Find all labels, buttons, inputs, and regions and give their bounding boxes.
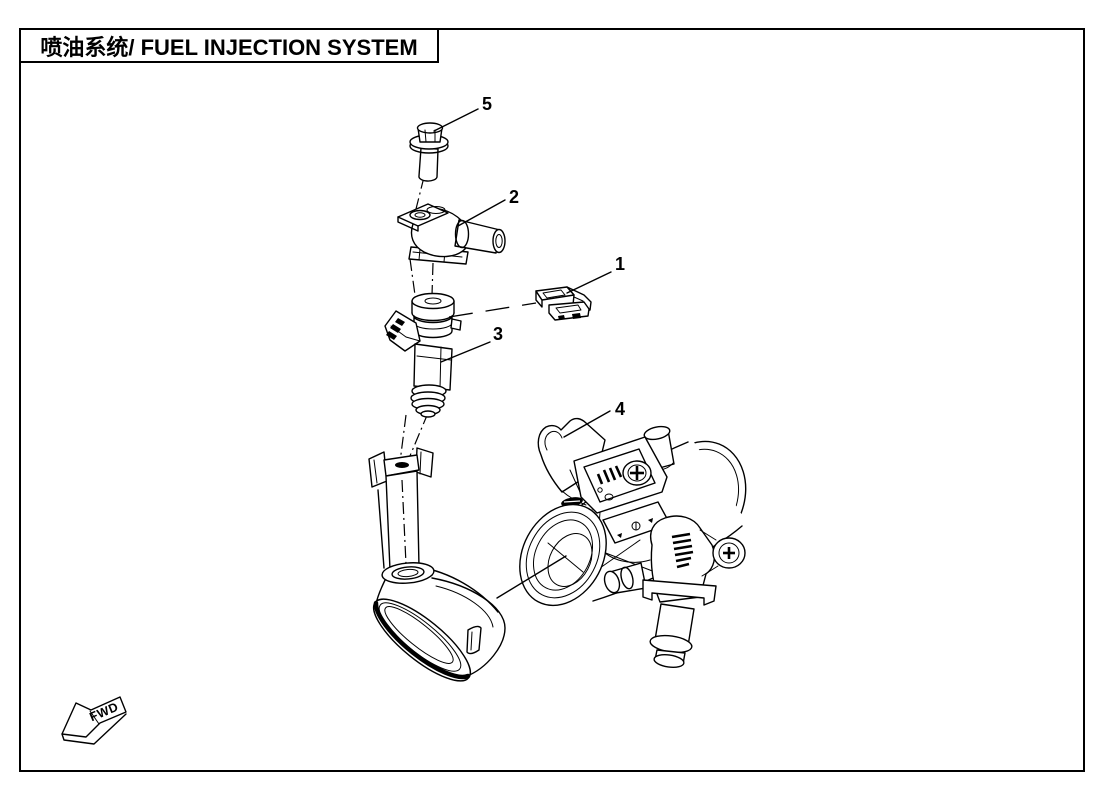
part-injector-clip — [535, 286, 592, 321]
callout-5: 5 — [433, 94, 492, 132]
injector-clip-dashed-line — [448, 302, 537, 318]
assembly-axis-lines — [399, 176, 434, 464]
side-screw-icon — [712, 537, 746, 569]
part-throttle-body — [519, 417, 748, 668]
part-flange-bolt — [409, 122, 449, 182]
part-intake-manifold — [368, 447, 506, 682]
sensor-screw-icon — [622, 460, 652, 486]
part-fuel-injector — [384, 292, 462, 418]
title-box: 喷油系统/ FUEL INJECTION SYSTEM — [19, 28, 439, 63]
callout-3-label: 3 — [493, 324, 503, 344]
callout-4-label: 4 — [615, 399, 625, 419]
valve-label-text-marks — [671, 532, 694, 569]
page-title: 喷油系统/ FUEL INJECTION SYSTEM — [40, 34, 418, 60]
page-border-frame — [19, 28, 1085, 772]
manifold-throttle-leader-line — [496, 555, 567, 599]
fwd-arrow-icon: FWD — [61, 696, 127, 745]
part-fuel-inlet-joint — [397, 203, 506, 265]
callout-4: 4 — [563, 399, 625, 438]
callout-2: 2 — [457, 187, 519, 227]
callout-3: 3 — [440, 324, 503, 363]
callout-5-label: 5 — [482, 94, 492, 114]
callout-1: 1 — [566, 254, 625, 294]
sensor-label-text-marks — [596, 465, 623, 493]
callout-1-label: 1 — [615, 254, 625, 274]
callout-2-label: 2 — [509, 187, 519, 207]
